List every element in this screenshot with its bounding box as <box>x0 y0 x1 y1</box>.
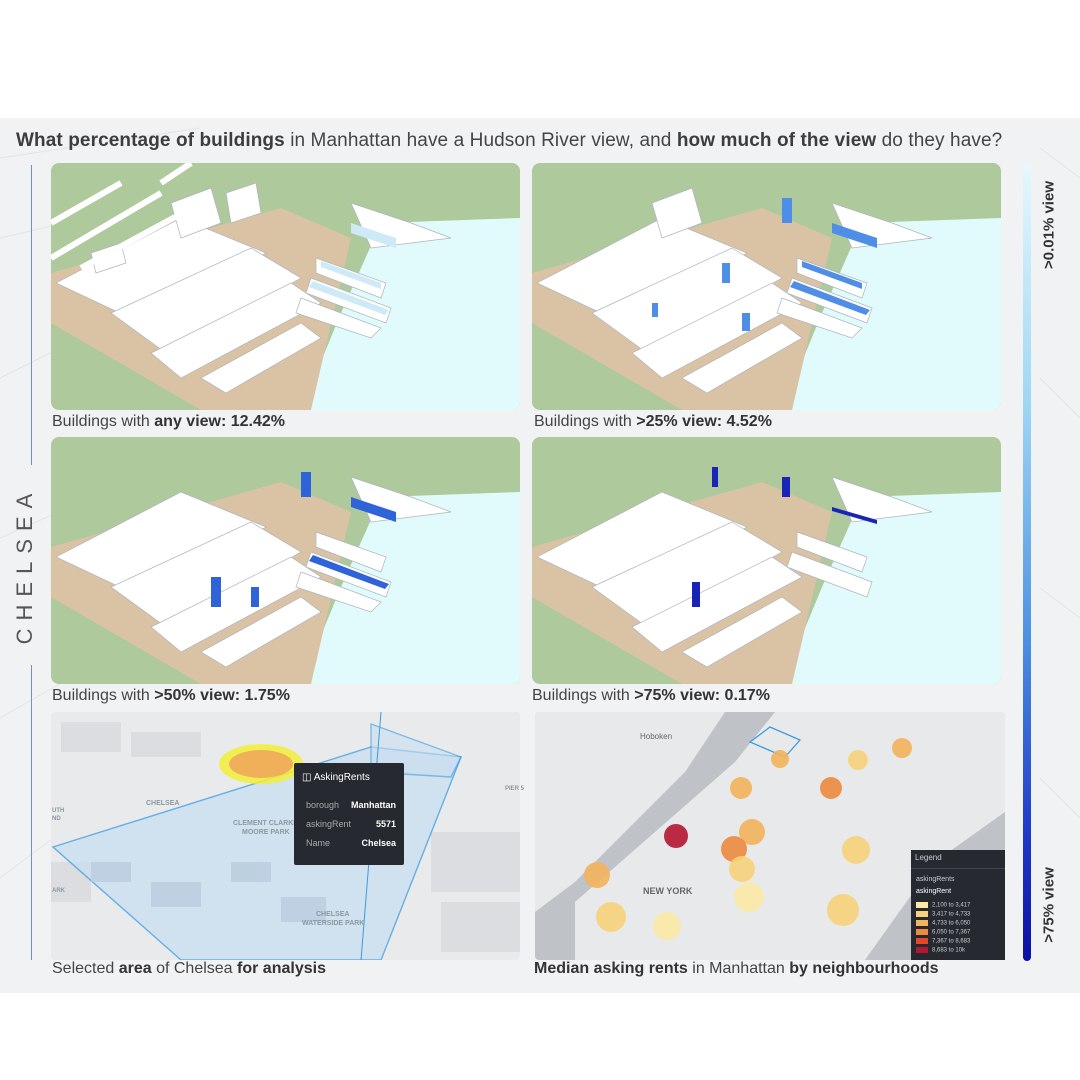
map-label-park2: MOORE PARK <box>242 829 290 836</box>
map-label-park-left: ARK <box>52 888 65 894</box>
map-label-hoboken: Hoboken <box>640 732 673 741</box>
legend-item: 4,733 to 6,050 <box>916 920 970 928</box>
side-divider-top <box>31 165 32 465</box>
scale-label-top: >0.01% view <box>1040 181 1058 269</box>
manhattan-rents-map[interactable] <box>535 712 1005 960</box>
popup-title: ◫ AskingRents <box>302 772 370 783</box>
map-label-pier: PIER 5 <box>505 786 525 792</box>
render-25-view-image <box>532 163 1001 410</box>
map-label-park1: CLEMENT CLARKE <box>233 820 298 827</box>
legend-field: askingRent <box>916 888 952 895</box>
render-panel-75-view <box>532 437 1001 684</box>
scale-label-bottom: >75% view <box>1040 867 1058 943</box>
caption-50-view: Buildings with >50% view: 1.75% <box>52 687 290 704</box>
map-label-waterside1: CHELSEA <box>316 911 350 918</box>
neighbourhood-label: CHELSEA <box>12 485 37 645</box>
caption-25-view: Buildings with >25% view: 4.52% <box>534 413 772 430</box>
caption-75-view: Buildings with >75% view: 0.17% <box>532 687 770 704</box>
view-scale-bar <box>1023 163 1031 961</box>
caption-any-view: Buildings with any view: 12.42% <box>52 413 286 430</box>
map-label-south: UTH <box>52 808 65 814</box>
map-label-waterside2: WATERSIDE PARK <box>302 920 365 927</box>
caption-selected-area: Selected area of Chelsea for analysis <box>52 960 326 977</box>
legend-divider <box>911 868 1005 869</box>
map-label-newyork: NEW YORK <box>643 886 693 896</box>
render-panel-any-view <box>51 163 520 410</box>
render-panel-50-view <box>51 437 520 684</box>
map-legend: Legend askingRents askingRent 2,100 to 3… <box>911 850 1005 960</box>
page-title: What percentage of buildings in Manhatta… <box>16 130 1003 151</box>
legend-item: 7,367 to 8,683 <box>916 938 970 946</box>
legend-layer: askingRents <box>916 876 955 883</box>
render-any-view-image <box>51 163 520 410</box>
chelsea-area-map[interactable] <box>51 712 520 960</box>
chelsea-map-image <box>51 712 520 960</box>
legend-item: 6,050 to 7,367 <box>916 929 970 937</box>
manhattan-map-image <box>535 712 1005 960</box>
legend-item: 2,100 to 3,417 <box>916 902 970 910</box>
map-label-chelsea: CHELSEA <box>146 800 180 807</box>
render-75-view-image <box>532 437 1001 684</box>
side-divider-bottom <box>31 665 32 960</box>
legend-title: Legend <box>915 853 942 862</box>
map-label-south2: ND <box>52 816 61 822</box>
legend-item: 8,683 to 10k <box>916 947 965 955</box>
caption-median-rents: Median asking rents in Manhattan by neig… <box>534 960 939 977</box>
rent-circles <box>584 738 912 940</box>
render-panel-25-view <box>532 163 1001 410</box>
render-50-view-image <box>51 437 520 684</box>
legend-item: 3,417 to 4,733 <box>916 911 970 919</box>
